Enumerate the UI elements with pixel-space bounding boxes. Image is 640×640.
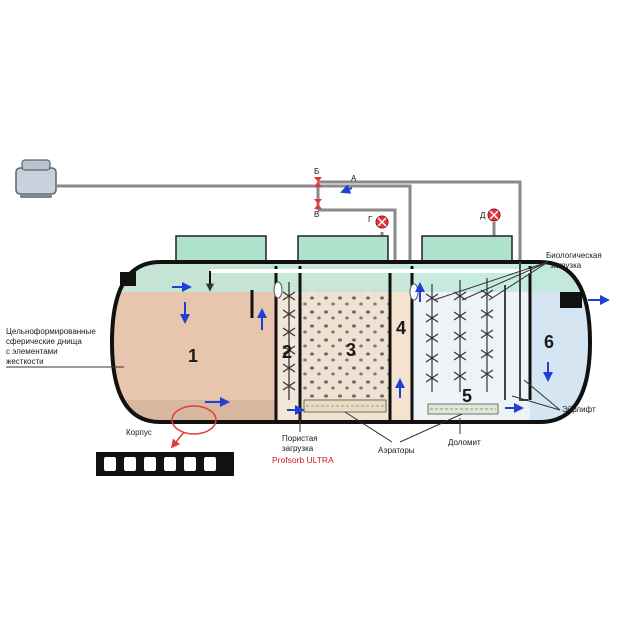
valve-d-icon (487, 208, 501, 222)
svg-text:загрузка: загрузка (282, 444, 314, 453)
label-porous-load: Пористая загрузка Profsorb ULTRA (272, 414, 334, 465)
outlet-nozzle (560, 292, 582, 308)
housing-highlight-circle (171, 405, 217, 435)
zone-3-dots (300, 290, 390, 400)
flow-arrow-valve-a (340, 184, 353, 194)
svg-text:с элементами: с элементами (6, 347, 58, 356)
svg-text:Цельноформированные: Цельноформированные (6, 327, 96, 336)
svg-text:Пористая: Пористая (282, 434, 317, 443)
zone-5-number: 5 (462, 386, 472, 406)
zone-1-number: 1 (188, 346, 198, 366)
label-dolomite: Доломит (448, 418, 481, 447)
bio-load-zone-2 (282, 282, 296, 400)
tank-outline (109, 260, 593, 424)
svg-text:сферические днища: сферические днища (6, 337, 82, 346)
housing-cross-section (96, 452, 234, 476)
tank-lids (175, 235, 513, 265)
air-compressor (15, 159, 57, 198)
svg-text:жесткости: жесткости (6, 357, 44, 366)
valve-b-label: Б (314, 167, 319, 176)
valve-d-label: Д (480, 211, 486, 220)
lid-center (297, 235, 389, 265)
label-airlift: Эйрлифт (511, 379, 596, 414)
label-bottoms: Цельноформированные сферические днища с … (6, 327, 124, 368)
aerator-zone-5 (427, 403, 499, 415)
zone-4-number: 4 (396, 318, 406, 338)
zone-6-number: 6 (544, 332, 554, 352)
flow-arrows (172, 184, 610, 415)
svg-text:Биологическая: Биологическая (546, 251, 602, 260)
inlet-nozzle (120, 272, 136, 286)
label-housing: Корпус (126, 428, 152, 437)
zone-2-number: 2 (282, 342, 292, 362)
label-aerators: Аэраторы (344, 411, 463, 455)
label-bio-load: Биологическая загрузка (433, 251, 602, 301)
svg-text:Аэраторы: Аэраторы (378, 446, 415, 455)
float-zone-4 (409, 283, 419, 301)
lid-right (421, 235, 513, 265)
valves (314, 177, 501, 229)
valve-g-label: Г (368, 215, 373, 224)
valve-b-icon (314, 177, 322, 187)
valve-a-label: А (351, 174, 357, 183)
lid-left (175, 235, 267, 265)
valve-v-label: В (314, 210, 319, 219)
svg-text:Доломит: Доломит (448, 438, 481, 447)
svg-text:Эйрлифт: Эйрлифт (562, 405, 596, 414)
svg-text:загрузка: загрузка (550, 261, 582, 270)
zone-3-number: 3 (346, 340, 356, 360)
valve-g-icon (375, 215, 389, 229)
bio-load-zone-5 (425, 278, 494, 392)
zone-1-bottom (112, 400, 276, 422)
svg-text:Profsorb ULTRA: Profsorb ULTRA (272, 455, 334, 465)
float-zone-2 (273, 281, 283, 299)
aerator-zone-3 (303, 399, 387, 413)
valve-v-icon (314, 199, 322, 209)
